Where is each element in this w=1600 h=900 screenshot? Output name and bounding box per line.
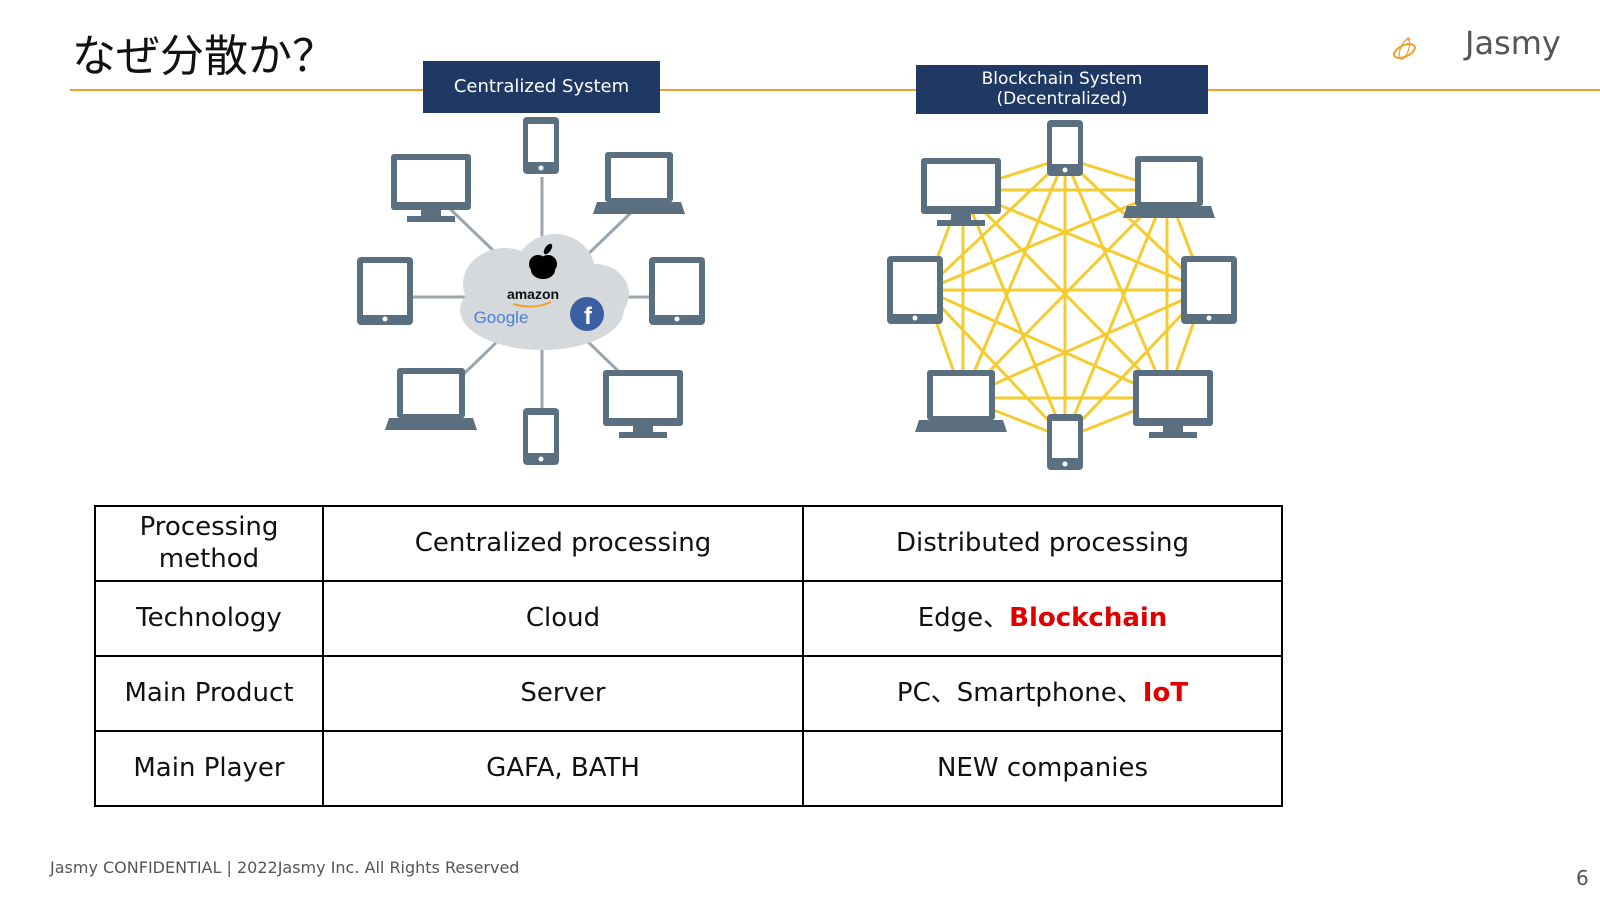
page-title: なぜ分散か？ bbox=[72, 31, 336, 82]
table-cell: Server bbox=[322, 655, 804, 732]
blockchain-mesh-diagram bbox=[887, 120, 1237, 470]
device-icons bbox=[357, 117, 705, 465]
google-logo-text: Google bbox=[474, 308, 529, 327]
highlight-iot: IoT bbox=[1142, 677, 1189, 708]
table-row: Technology Cloud Edge、Blockchain bbox=[94, 580, 1283, 657]
table-cell: NEW companies bbox=[802, 730, 1283, 807]
row-header-processing-method: Processing method bbox=[94, 505, 324, 582]
table-cell: Edge、Blockchain bbox=[802, 580, 1283, 657]
facebook-icon: f bbox=[570, 297, 604, 331]
amazon-logo-text: amazon bbox=[507, 286, 559, 302]
mesh-link bbox=[1063, 157, 1169, 399]
mesh-link bbox=[961, 189, 1067, 439]
jasmy-logo-icon bbox=[1392, 37, 1416, 60]
centralized-diagram: amazon Google f bbox=[357, 117, 705, 465]
row-header-main-player: Main Player bbox=[94, 730, 324, 807]
row-header-main-product: Main Product bbox=[94, 655, 324, 732]
table-row: Main Product Server PC、Smartphone、IoT bbox=[94, 655, 1283, 732]
mesh-link bbox=[961, 157, 1067, 399]
apple-icon bbox=[529, 243, 557, 279]
table-cell: Distributed processing bbox=[802, 505, 1283, 582]
table-cell: GAFA, BATH bbox=[322, 730, 804, 807]
mesh-link bbox=[924, 288, 1168, 400]
cloud-icon bbox=[460, 234, 629, 350]
highlight-blockchain: Blockchain bbox=[1009, 602, 1168, 633]
header-rule bbox=[70, 89, 1600, 91]
table-row: Processing method Centralized processing… bbox=[94, 505, 1283, 582]
mesh-link bbox=[962, 188, 1206, 292]
blockchain-system-label: Blockchain System (Decentralized) bbox=[916, 65, 1208, 114]
table-cell: PC、Smartphone、IoT bbox=[802, 655, 1283, 732]
table-row: Main Player GAFA, BATH NEW companies bbox=[94, 730, 1283, 807]
centralized-system-label: Centralized System bbox=[423, 61, 660, 113]
svg-text:f: f bbox=[584, 303, 593, 330]
mesh-link bbox=[923, 288, 1067, 440]
row-header-technology: Technology bbox=[94, 580, 324, 657]
logo-text: Jasmy bbox=[1465, 24, 1561, 62]
footer-confidential: Jasmy CONFIDENTIAL | 2022Jasmy Inc. All … bbox=[50, 858, 520, 877]
page-number: 6 bbox=[1576, 866, 1589, 890]
mesh-link bbox=[962, 288, 1206, 400]
table-cell: Centralized processing bbox=[322, 505, 804, 582]
comparison-table: Processing method Centralized processing… bbox=[94, 505, 1283, 807]
mesh-link bbox=[924, 188, 1168, 292]
mesh-link bbox=[961, 188, 1169, 400]
table-cell: Cloud bbox=[322, 580, 804, 657]
mesh-device-icons bbox=[887, 120, 1237, 470]
